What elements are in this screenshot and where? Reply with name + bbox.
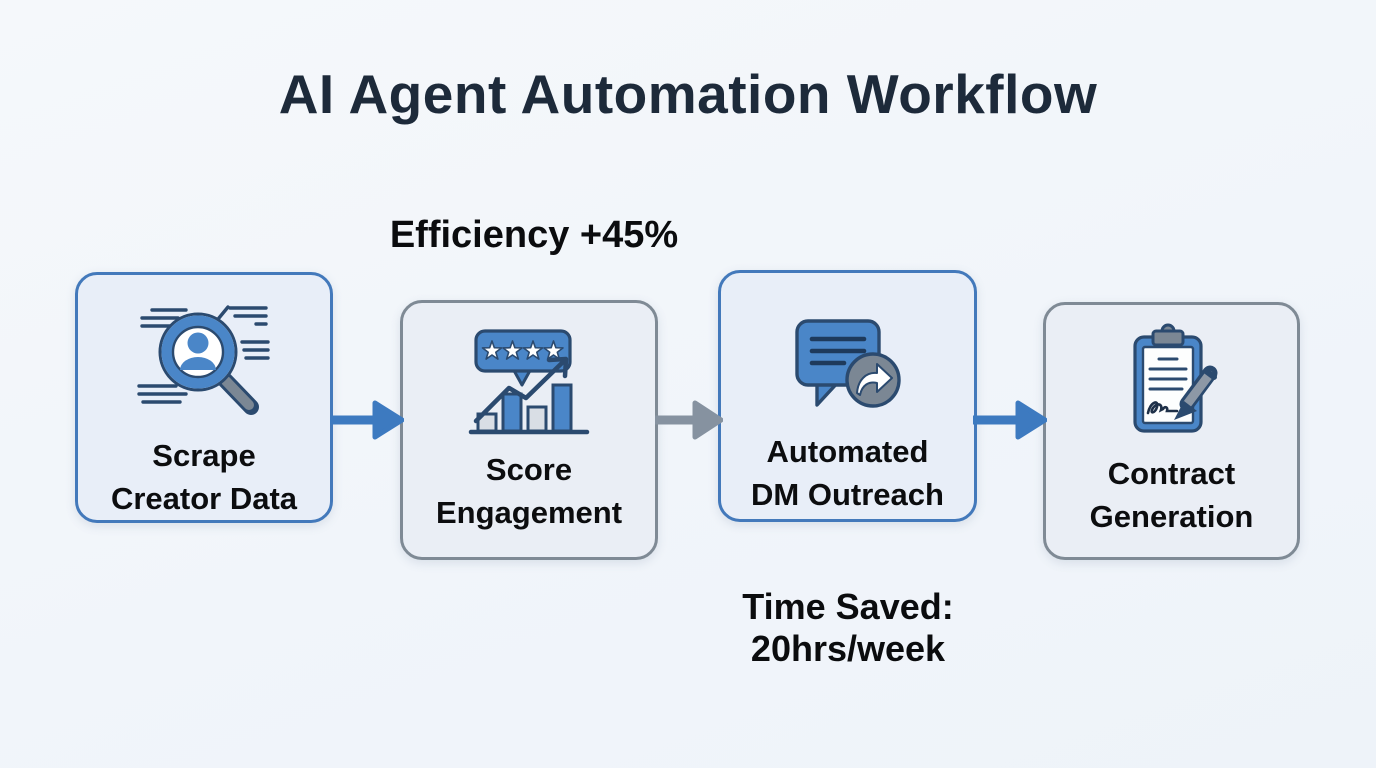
time-saved-line2: 20hrs/week bbox=[750, 628, 946, 670]
workflow-step-automated-dm-outreach: Automated DM Outreach bbox=[718, 270, 977, 522]
step-label-line1: Contract bbox=[1107, 456, 1236, 491]
step-label-line2: Generation bbox=[1089, 498, 1254, 534]
flow-arrow-2 bbox=[655, 400, 723, 440]
step-label: Score Engagement bbox=[436, 449, 622, 535]
chat-share-icon bbox=[789, 273, 907, 423]
time-saved-annotation: Time Saved: 20hrs/week bbox=[697, 586, 999, 671]
flow-arrow-1 bbox=[330, 400, 404, 440]
step-label: Contract Generation bbox=[1090, 453, 1254, 539]
workflow-step-contract-generation: Contract Generation bbox=[1043, 302, 1300, 560]
step-label-line1: Score bbox=[485, 452, 573, 487]
workflow-step-score-engagement: Score Engagement bbox=[400, 300, 658, 560]
flow-arrow-3 bbox=[973, 400, 1047, 440]
star-rating-chart-icon bbox=[464, 303, 594, 441]
step-label-line1: Scrape bbox=[152, 438, 256, 473]
magnifier-profile-icon bbox=[134, 275, 274, 427]
efficiency-annotation: Efficiency +45% bbox=[389, 214, 679, 256]
step-label-line2: DM Outreach bbox=[751, 476, 944, 512]
step-label-line1: Automated bbox=[766, 434, 929, 469]
time-saved-line1: Time Saved: bbox=[742, 586, 954, 627]
step-label-line2: Creator Data bbox=[110, 480, 298, 516]
clipboard-signature-icon bbox=[1111, 305, 1233, 445]
step-label: Scrape Creator Data bbox=[111, 435, 297, 521]
page-title: AI Agent Automation Workflow bbox=[278, 63, 1098, 125]
step-label: Automated DM Outreach bbox=[751, 431, 944, 517]
step-label-line2: Engagement bbox=[435, 494, 623, 530]
workflow-step-scrape-creator-data: Scrape Creator Data bbox=[75, 272, 333, 523]
